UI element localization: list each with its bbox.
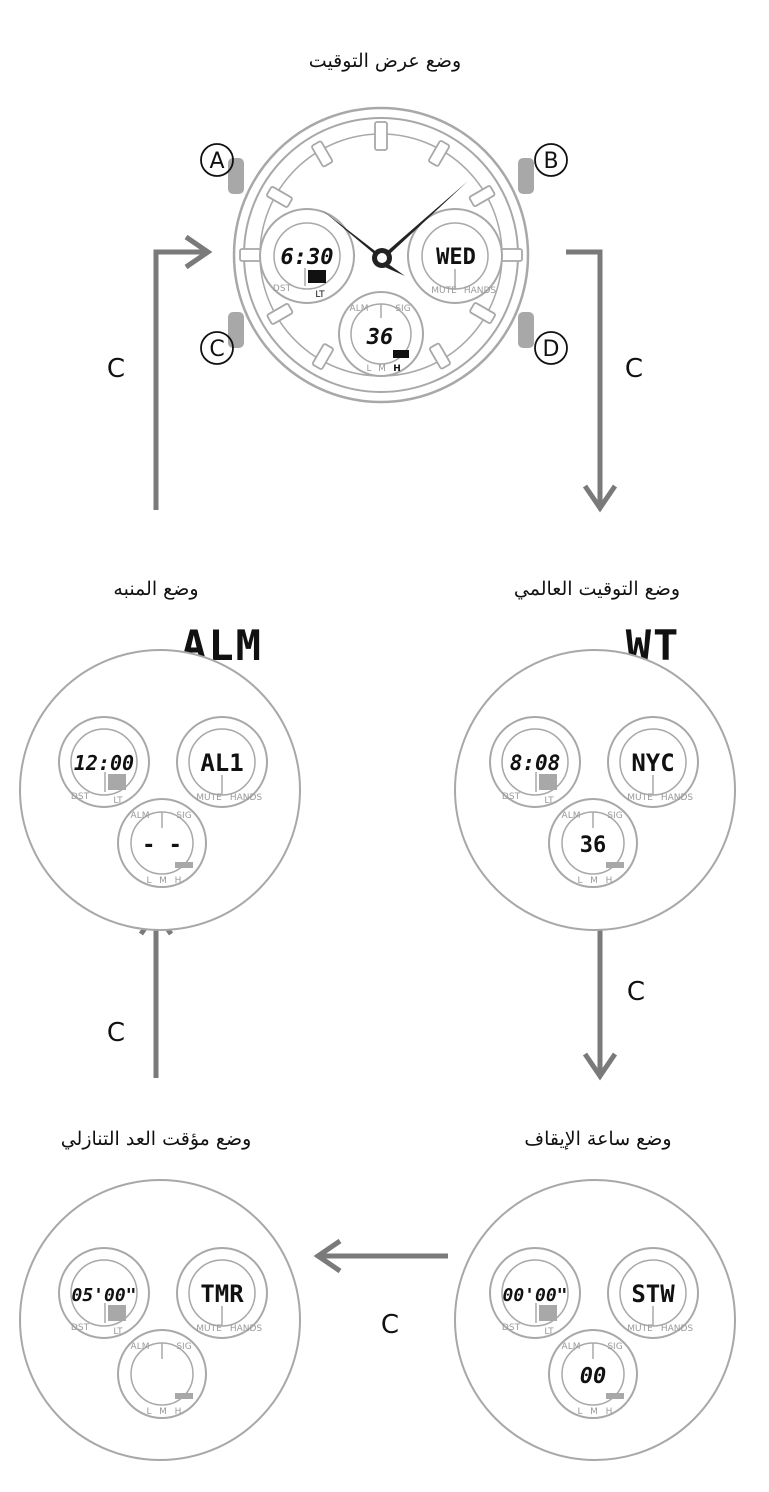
stopwatch-mode-label: وضع ساعة الإيقاف bbox=[524, 1128, 671, 1150]
timekeeping-right-display: WED bbox=[436, 245, 476, 270]
svg-text:H: H bbox=[606, 1407, 613, 1417]
stopwatch-right-display: STW bbox=[631, 1280, 675, 1308]
timer-left-display: 05'00" bbox=[71, 1285, 136, 1306]
svg-text:SIG: SIG bbox=[607, 1342, 622, 1352]
timekeeping-left-display: 6:30 bbox=[281, 245, 334, 270]
svg-text:ALM: ALM bbox=[562, 1342, 581, 1352]
timekeeping-watch-face: 6:30 DST LT WED MUTE HANDS 36 ALM SIG L … bbox=[228, 106, 534, 404]
worldtime-bottom-display: 36 bbox=[580, 833, 607, 858]
svg-text:HANDS: HANDS bbox=[661, 793, 694, 803]
svg-text:LT: LT bbox=[113, 1327, 123, 1337]
svg-text:DST: DST bbox=[71, 1323, 90, 1333]
l-label: L bbox=[366, 364, 371, 374]
svg-text:L: L bbox=[577, 876, 582, 886]
arrow-timer-to-alarm bbox=[138, 907, 174, 1078]
svg-text:HANDS: HANDS bbox=[230, 1324, 263, 1334]
alarm-left-display: 12:00 bbox=[74, 751, 134, 775]
svg-text:M: M bbox=[590, 1407, 598, 1417]
button-b-marker: B bbox=[534, 143, 568, 177]
svg-text:M: M bbox=[590, 876, 598, 886]
timer-mode-label: وضع مؤقت العد التنازلي bbox=[61, 1128, 252, 1150]
stopwatch-watch-face: 00'00" DST LT STW MUTE HANDS 00 ALM SIG … bbox=[454, 1179, 736, 1461]
button-a-marker: A bbox=[200, 143, 234, 177]
svg-text:C: C bbox=[209, 337, 224, 362]
svg-text:LT: LT bbox=[113, 796, 123, 806]
alm-label: ALM bbox=[350, 304, 369, 314]
svg-text:MUTE: MUTE bbox=[627, 1324, 653, 1334]
arrow-alarm-to-timekeeping bbox=[153, 234, 213, 510]
arrow-stopwatch-to-timer bbox=[313, 1238, 448, 1274]
svg-text:M: M bbox=[159, 876, 167, 886]
svg-text:M: M bbox=[159, 1407, 167, 1417]
arrow-worldtime-to-stopwatch bbox=[582, 908, 618, 1081]
stopwatch-left-display: 00'00" bbox=[502, 1285, 567, 1306]
svg-text:L: L bbox=[577, 1407, 582, 1417]
alarm-mode-label: وضع المنبه bbox=[113, 578, 198, 600]
svg-text:DST: DST bbox=[502, 792, 521, 802]
svg-text:L: L bbox=[146, 1407, 151, 1417]
svg-text:SIG: SIG bbox=[607, 811, 622, 821]
mute-label: MUTE bbox=[431, 286, 457, 296]
button-c-label: C bbox=[627, 977, 645, 1007]
worldtime-watch-face: 8:08 DST LT NYC MUTE HANDS 36 ALM SIG L … bbox=[454, 649, 736, 931]
alarm-watch-face: 12:00 DST LT AL1 MUTE HANDS - - ALM SIG … bbox=[19, 649, 301, 931]
button-c-label: C bbox=[381, 1310, 399, 1340]
svg-text:HANDS: HANDS bbox=[230, 793, 263, 803]
svg-text:D: D bbox=[543, 337, 560, 362]
dst-label: DST bbox=[273, 284, 292, 294]
button-c-label: C bbox=[107, 1018, 125, 1048]
button-c-label: C bbox=[625, 354, 643, 384]
svg-text:HANDS: HANDS bbox=[661, 1324, 694, 1334]
svg-text:A: A bbox=[209, 149, 224, 174]
svg-text:ALM: ALM bbox=[562, 811, 581, 821]
timer-watch-face: 05'00" DST LT TMR MUTE HANDS ALM SIG L M… bbox=[19, 1179, 301, 1461]
svg-text:SIG: SIG bbox=[176, 811, 191, 821]
timekeeping-bottom-display: 36 bbox=[366, 325, 394, 350]
alarm-bottom-display: - - bbox=[142, 833, 182, 858]
svg-text:ALM: ALM bbox=[131, 1342, 150, 1352]
worldtime-left-display: 8:08 bbox=[510, 751, 561, 775]
svg-text:H: H bbox=[606, 876, 613, 886]
svg-text:H: H bbox=[175, 1407, 182, 1417]
hands-label: HANDS bbox=[464, 286, 497, 296]
svg-text:ALM: ALM bbox=[131, 811, 150, 821]
svg-text:B: B bbox=[543, 149, 558, 174]
svg-text:MUTE: MUTE bbox=[627, 793, 653, 803]
svg-text:MUTE: MUTE bbox=[196, 793, 222, 803]
lt-label: LT bbox=[315, 290, 325, 300]
sig-label: SIG bbox=[395, 304, 410, 314]
worldtime-mode-label: وضع التوقيت العالمي bbox=[514, 578, 680, 600]
svg-text:LT: LT bbox=[544, 1327, 554, 1337]
svg-text:LT: LT bbox=[544, 796, 554, 806]
svg-text:SIG: SIG bbox=[176, 1342, 191, 1352]
svg-text:MUTE: MUTE bbox=[196, 1324, 222, 1334]
svg-text:DST: DST bbox=[71, 792, 90, 802]
timekeeping-mode-label: وضع عرض التوقيت bbox=[309, 50, 461, 72]
stopwatch-bottom-display: 00 bbox=[580, 1364, 607, 1389]
m-label: M bbox=[378, 364, 386, 374]
svg-text:DST: DST bbox=[502, 1323, 521, 1333]
h-label: H bbox=[393, 364, 401, 374]
button-d-marker: D bbox=[534, 331, 568, 365]
worldtime-right-display: NYC bbox=[631, 749, 674, 777]
button-c-marker: C bbox=[200, 331, 234, 365]
timer-right-display: TMR bbox=[200, 1280, 244, 1308]
svg-text:H: H bbox=[175, 876, 182, 886]
button-c-label: C bbox=[107, 354, 125, 384]
svg-text:L: L bbox=[146, 876, 151, 886]
arrow-timekeeping-to-worldtime bbox=[566, 249, 618, 513]
alarm-right-display: AL1 bbox=[200, 749, 243, 777]
